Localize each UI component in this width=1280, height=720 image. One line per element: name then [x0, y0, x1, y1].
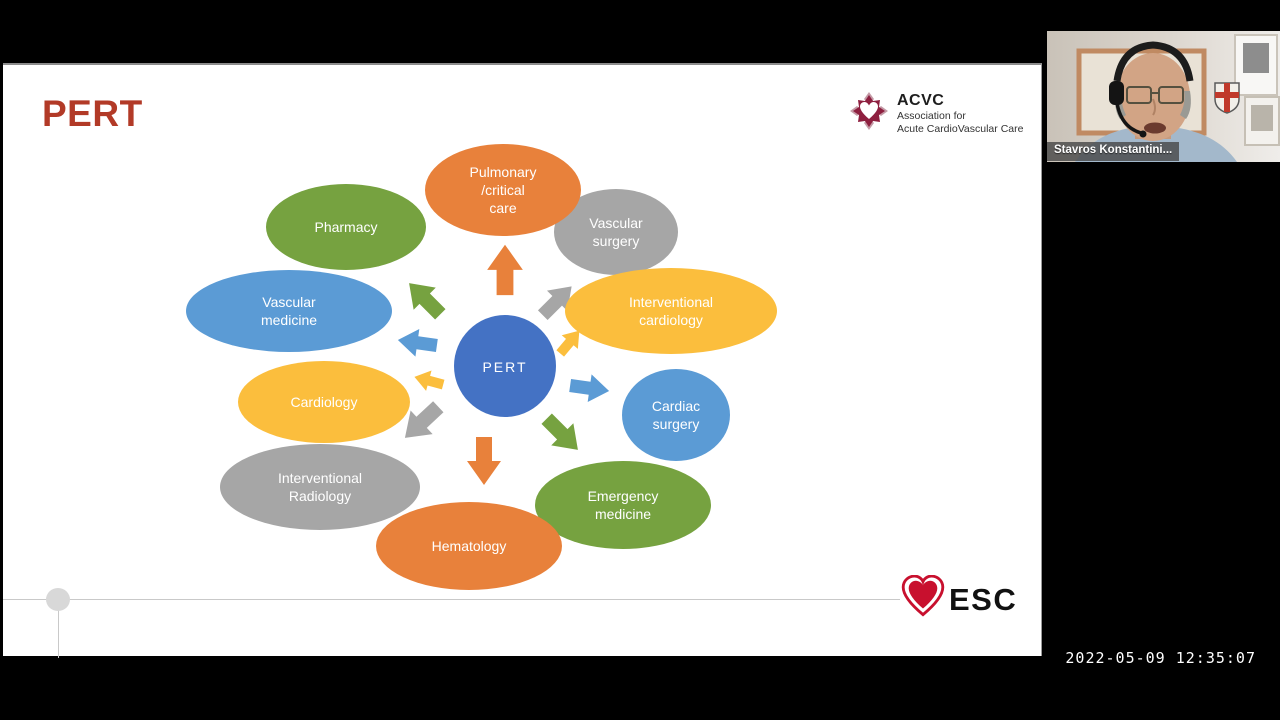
acvc-subtitle-2: Acute CardioVascular Care [897, 122, 1024, 135]
mouth [1144, 122, 1166, 134]
esc-wordmark: ESC [949, 581, 1018, 617]
esc-heart-icon [901, 574, 945, 624]
participant-name-label: Stavros Konstantini... [1047, 142, 1180, 161]
acvc-logo: ACVC Association for Acute CardioVascula… [849, 91, 1023, 136]
acvc-flower-icon [849, 91, 889, 136]
acvc-name: ACVC [897, 92, 945, 109]
webcam-video[interactable]: Stavros Konstantini... [1047, 31, 1280, 162]
footer-vertical-line [58, 600, 59, 658]
glasses-right [1158, 86, 1184, 104]
webcam-scene [1047, 31, 1280, 162]
nose [1152, 98, 1156, 116]
acvc-subtitle-1: Association for [897, 110, 966, 122]
footer-dot [46, 588, 70, 611]
esc-logo: ESC [901, 574, 1018, 624]
head [1116, 53, 1190, 141]
slide-title: PERT [42, 93, 143, 134]
headset-earcup [1109, 81, 1124, 105]
headset-mic [1139, 130, 1147, 138]
presentation-slide: PERT ACV [3, 63, 1042, 658]
headset-mic-boom [1115, 102, 1142, 135]
recording-timestamp: 2022-05-09 12:35:07 [1065, 649, 1256, 667]
footer-divider-line [3, 599, 900, 600]
glasses-left [1126, 86, 1152, 104]
acvc-flower-petals [850, 92, 888, 130]
shield-crest-icon [1214, 82, 1240, 114]
headset-band [1113, 41, 1194, 82]
